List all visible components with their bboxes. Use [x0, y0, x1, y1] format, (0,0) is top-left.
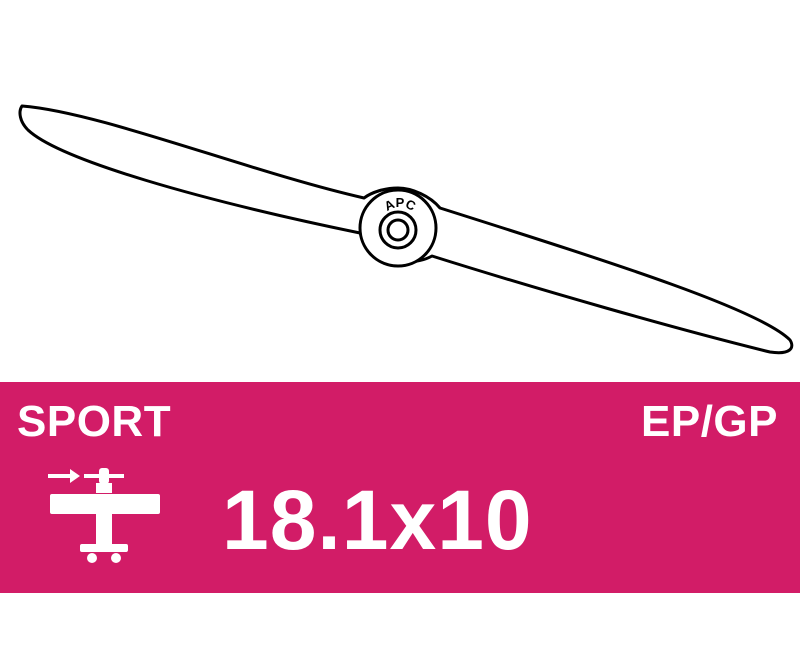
- hub-bore: [386, 218, 410, 242]
- category-label: SPORT: [17, 397, 172, 446]
- apc-logo-text: APC: [382, 195, 419, 214]
- propeller-drawing: APC: [18, 104, 794, 355]
- type-label: EP/GP: [641, 397, 778, 446]
- product-info-band: [0, 382, 800, 593]
- propeller-size: 18.1x10: [222, 473, 533, 567]
- airplane-icon: [48, 468, 160, 563]
